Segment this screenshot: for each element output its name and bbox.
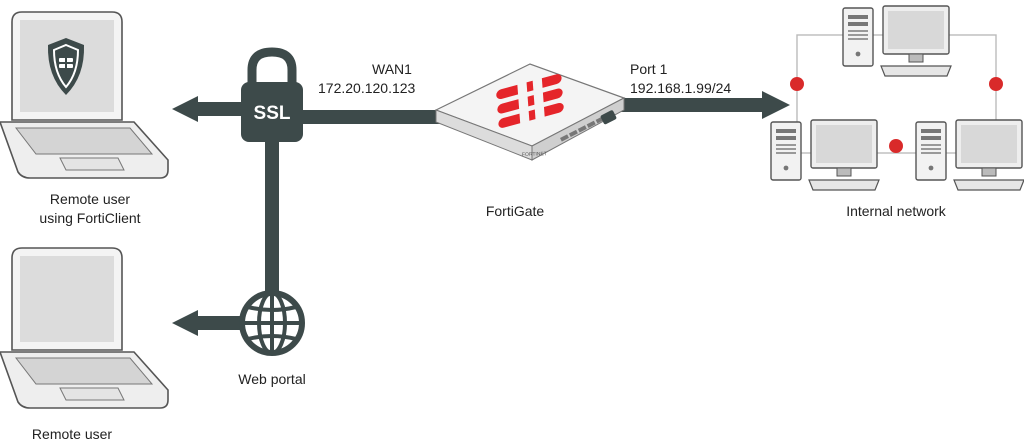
port1-name-label: Port 1 (630, 61, 668, 77)
ssl-to-client-arrowhead (172, 96, 198, 122)
remote-user-forticlient-label: Remote user using FortiClient (39, 190, 140, 228)
fortigate-label: FortiGate (485, 203, 545, 219)
internal-network-label: Internal network (846, 203, 946, 219)
internal-network-icon (770, 5, 1024, 191)
remote-user-forticlient-line2: using FortiClient (39, 210, 141, 226)
laptop-icon (0, 247, 169, 409)
wan1-ip-label: 172.20.120.123 (318, 80, 416, 96)
lan-link-arrowhead (762, 91, 790, 119)
desktop-computer-icon (842, 5, 952, 77)
web-portal-label: Web portal (238, 371, 306, 387)
network-node-dot (889, 139, 903, 153)
desktop-computer-icon (915, 119, 1024, 191)
portal-to-user-arrowhead (172, 310, 198, 336)
desktop-computer-icon (770, 119, 880, 191)
fortinet-logo-icon (496, 74, 564, 128)
device-brand-text: FORTINET (522, 151, 547, 158)
remote-user-web-label: Remote user (31, 426, 113, 442)
network-node-dot (989, 77, 1003, 91)
firewall-appliance-icon: FORTINET (434, 63, 626, 161)
network-node-dot (790, 77, 804, 91)
laptop-with-shield-icon (0, 11, 169, 179)
wan1-name-label: WAN1 (372, 61, 412, 77)
port1-ip-label: 192.168.1.99/24 (630, 80, 732, 96)
padlock-icon (241, 47, 303, 142)
ssl-badge-label: SSL (254, 103, 291, 124)
globe-icon (239, 290, 305, 356)
remote-user-forticlient-line1: Remote user (49, 191, 131, 207)
